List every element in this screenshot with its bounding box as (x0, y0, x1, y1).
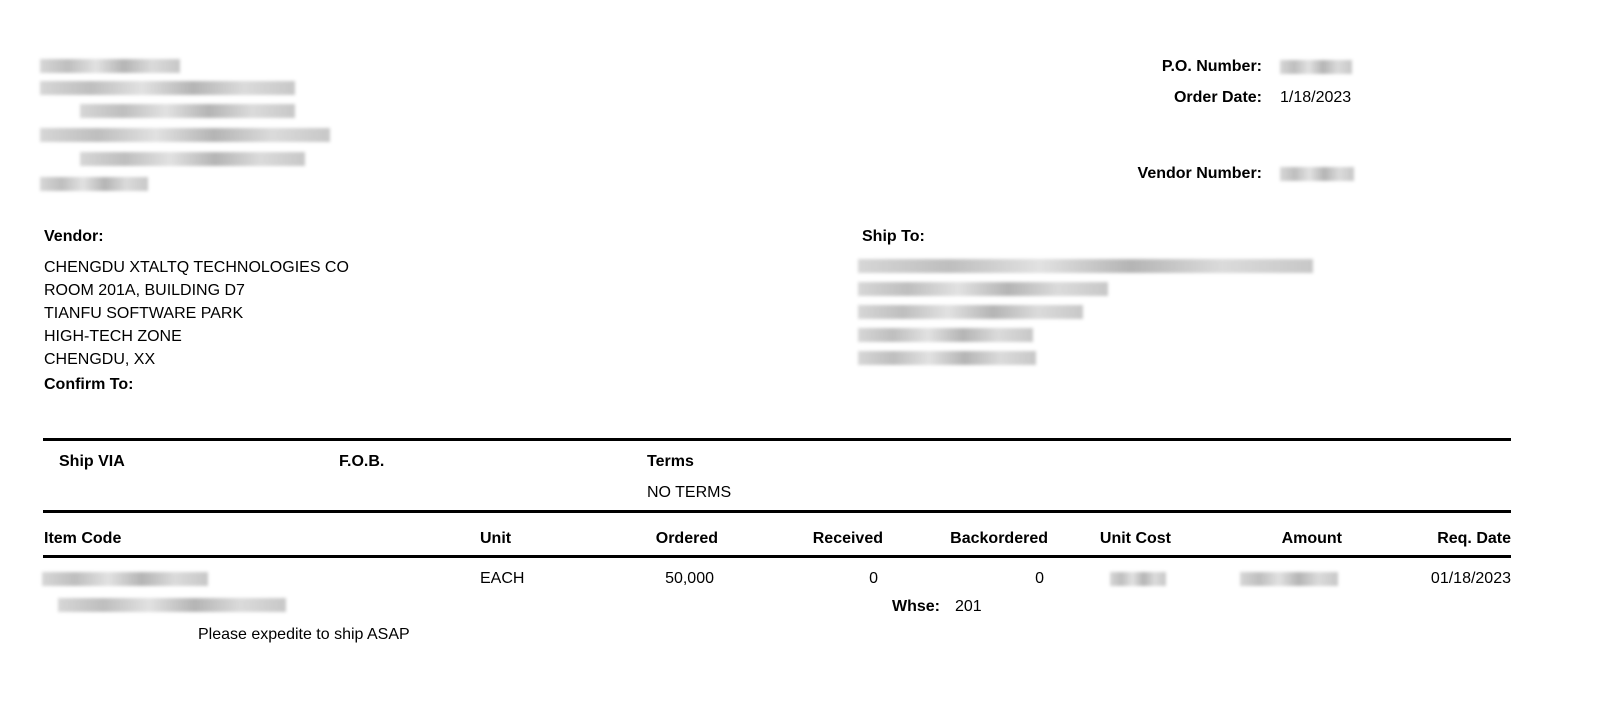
col-unit: Unit (480, 530, 512, 547)
vendor-line: ROOM 201A, BUILDING D7 (44, 282, 245, 299)
whse-label: Whse: (892, 598, 940, 615)
redacted-text (80, 104, 295, 118)
terms-value: NO TERMS (647, 484, 732, 501)
vendor-label: Vendor: (44, 228, 104, 245)
unit-cost-redacted (1110, 572, 1166, 586)
fob-label: F.O.B. (339, 453, 385, 470)
redacted-text (858, 305, 1083, 319)
col-item-code: Item Code (44, 530, 122, 547)
redacted-text (858, 328, 1033, 342)
col-ordered: Ordered (655, 530, 718, 547)
vendor-line: TIANFU SOFTWARE PARK (44, 305, 244, 322)
redacted-text (40, 59, 180, 73)
po-number-redacted (1280, 60, 1352, 74)
line-note: Please expedite to ship ASAP (198, 626, 410, 643)
col-unit-cost: Unit Cost (1099, 530, 1171, 547)
item-description-redacted (58, 598, 286, 612)
col-req-date: Req. Date (1437, 530, 1511, 547)
unit-cell: EACH (480, 570, 525, 587)
backordered-cell: 0 (1035, 570, 1044, 587)
vendor-number-redacted (1280, 167, 1354, 181)
terms-label: Terms (647, 453, 694, 470)
po-number-label: P.O. Number: (1161, 58, 1262, 75)
order-date-value: 1/18/2023 (1280, 89, 1352, 106)
redacted-text (858, 259, 1313, 273)
redacted-text (40, 177, 148, 191)
redacted-text (80, 152, 305, 166)
divider (43, 438, 1511, 441)
vendor-line: HIGH-TECH ZONE (44, 328, 182, 345)
vendor-line: CHENGDU, XX (44, 351, 156, 368)
confirm-to-label: Confirm To: (44, 376, 134, 393)
received-cell: 0 (869, 570, 878, 587)
item-code-redacted (42, 572, 208, 586)
divider (43, 555, 1511, 558)
ship-via-label: Ship VIA (59, 453, 125, 470)
col-backordered: Backordered (950, 530, 1048, 547)
col-received: Received (812, 530, 883, 547)
vendor-number-label: Vendor Number: (1137, 165, 1262, 182)
ordered-cell: 50,000 (665, 570, 714, 587)
amount-redacted (1240, 572, 1338, 586)
redacted-text (40, 128, 330, 142)
redacted-text (858, 282, 1108, 296)
whse-value: 201 (955, 598, 982, 615)
divider (43, 510, 1511, 513)
req-date-cell: 01/18/2023 (1430, 570, 1511, 587)
redacted-text (858, 351, 1036, 365)
vendor-line: CHENGDU XTALTQ TECHNOLOGIES CO (44, 259, 349, 276)
ship-to-label: Ship To: (862, 228, 925, 245)
redacted-text (40, 81, 295, 95)
col-amount: Amount (1281, 530, 1342, 547)
order-date-label: Order Date: (1173, 89, 1262, 106)
